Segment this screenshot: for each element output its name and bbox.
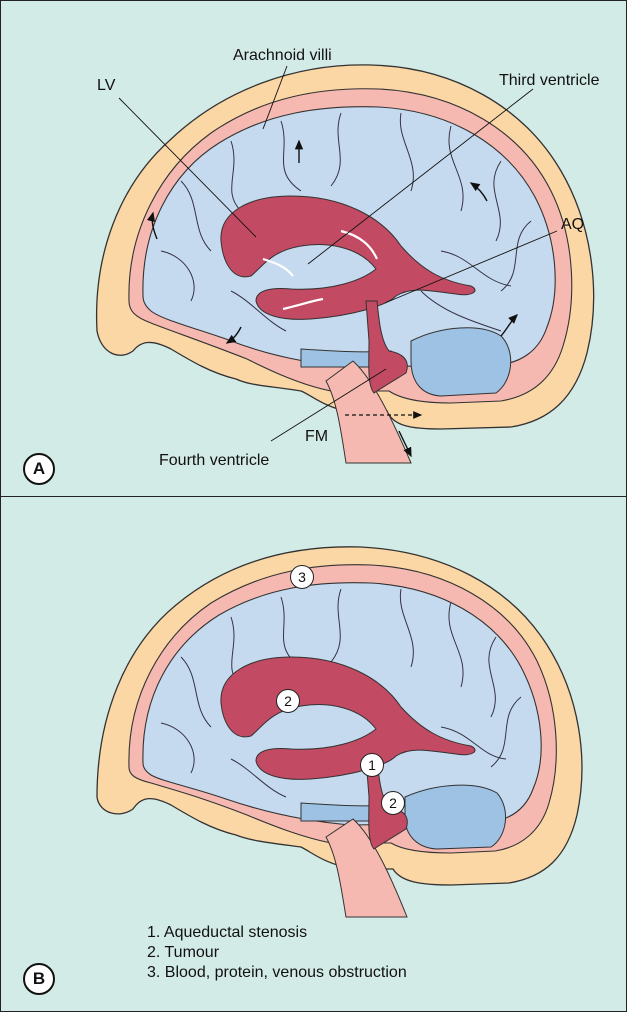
marker-2-tumour-fourth: 2 [381, 791, 405, 815]
label-aq: AQ [561, 217, 584, 233]
legend-item-3: 3. Blood, protein, venous obstruction [147, 963, 407, 983]
marker-3-venous-obstruction: 3 [290, 565, 314, 589]
label-fourth-ventricle: Fourth ventricle [159, 453, 269, 469]
legend: 1. Aqueductal stenosis 2. Tumour 3. Bloo… [147, 923, 407, 983]
marker-1-aqueductal-stenosis: 1 [360, 753, 384, 777]
label-lv: LV [97, 78, 115, 94]
label-arachnoid-villi: Arachnoid villi [233, 48, 332, 64]
cerebellum [405, 785, 506, 849]
marker-2-tumour-lateral: 2 [276, 689, 300, 713]
panel-letter-a: A [23, 453, 55, 485]
legend-item-2: 2. Tumour [147, 943, 407, 963]
panel-b: 3 2 1 2 1. Aqueductal stenosis 2. Tumour… [0, 496, 627, 1012]
label-fm: FM [305, 429, 328, 445]
panel-a: Arachnoid villi Third ventricle LV AQ FM… [0, 0, 627, 498]
cerebellum [411, 328, 511, 396]
legend-item-1: 1. Aqueductal stenosis [147, 923, 407, 943]
label-third-ventricle: Third ventricle [499, 73, 599, 89]
panel-letter-b: B [23, 963, 55, 995]
